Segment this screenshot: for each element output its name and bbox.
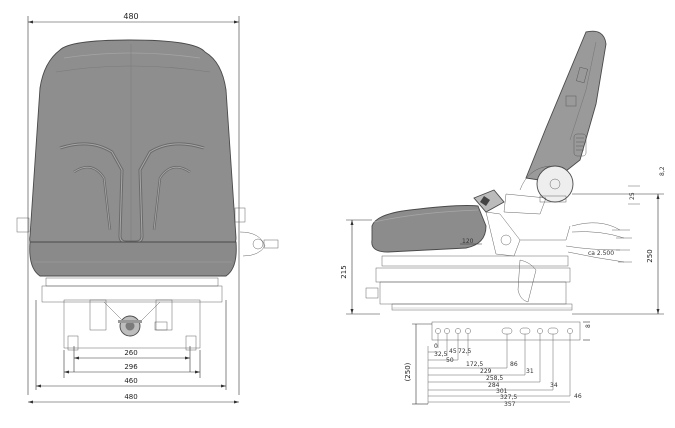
- rail-dim-172: 172,5: [466, 361, 483, 368]
- rail-dim-357: 357: [504, 401, 516, 408]
- front-seat-cushion: [29, 241, 237, 277]
- rail-dim-0: 0: [434, 343, 438, 350]
- right-small-dim: 8,2: [659, 166, 666, 176]
- rail-side-dim: 8: [585, 324, 592, 328]
- rail-dim-34: 34: [550, 382, 558, 389]
- rail-dim-86: 86: [510, 361, 518, 368]
- height-250: 250: [646, 249, 654, 262]
- rail-dim-327: 327,5: [500, 394, 517, 401]
- rail-dim-72: 72,5: [458, 348, 472, 355]
- front-width-260: 260: [124, 349, 137, 357]
- rail-dim-258: 258,5: [486, 375, 503, 382]
- rail-dim-284: 284: [488, 382, 500, 389]
- vertical-250-bracket: (250): [404, 362, 412, 381]
- rail-dim-45: 45: [449, 348, 457, 355]
- front-bottom-width: 480: [124, 393, 137, 401]
- front-width-296: 296: [124, 363, 138, 371]
- front-view: 480: [16, 12, 279, 404]
- rail-dim-301: 301: [496, 388, 508, 395]
- rail-dim-32: 32,5: [434, 351, 448, 358]
- front-top-width: 480: [123, 12, 138, 21]
- small-vertical: 25: [629, 192, 636, 200]
- height-215: 215: [340, 265, 348, 278]
- cable-length: ca 2.500: [588, 250, 614, 257]
- side-backrest: [525, 30, 607, 183]
- rail-dim-229: 229: [480, 368, 492, 375]
- offset-120: 120: [462, 238, 474, 245]
- side-view: ca 2.500 120 215 250 8,2 25: [340, 30, 666, 408]
- rail-dim-46: 46: [574, 393, 582, 400]
- front-width-460: 460: [124, 377, 137, 385]
- front-backrest: [29, 39, 237, 249]
- rail-dim-50: 50: [446, 357, 454, 364]
- side-seat-cushion: [371, 205, 487, 253]
- rail-dim-31: 31: [526, 368, 534, 375]
